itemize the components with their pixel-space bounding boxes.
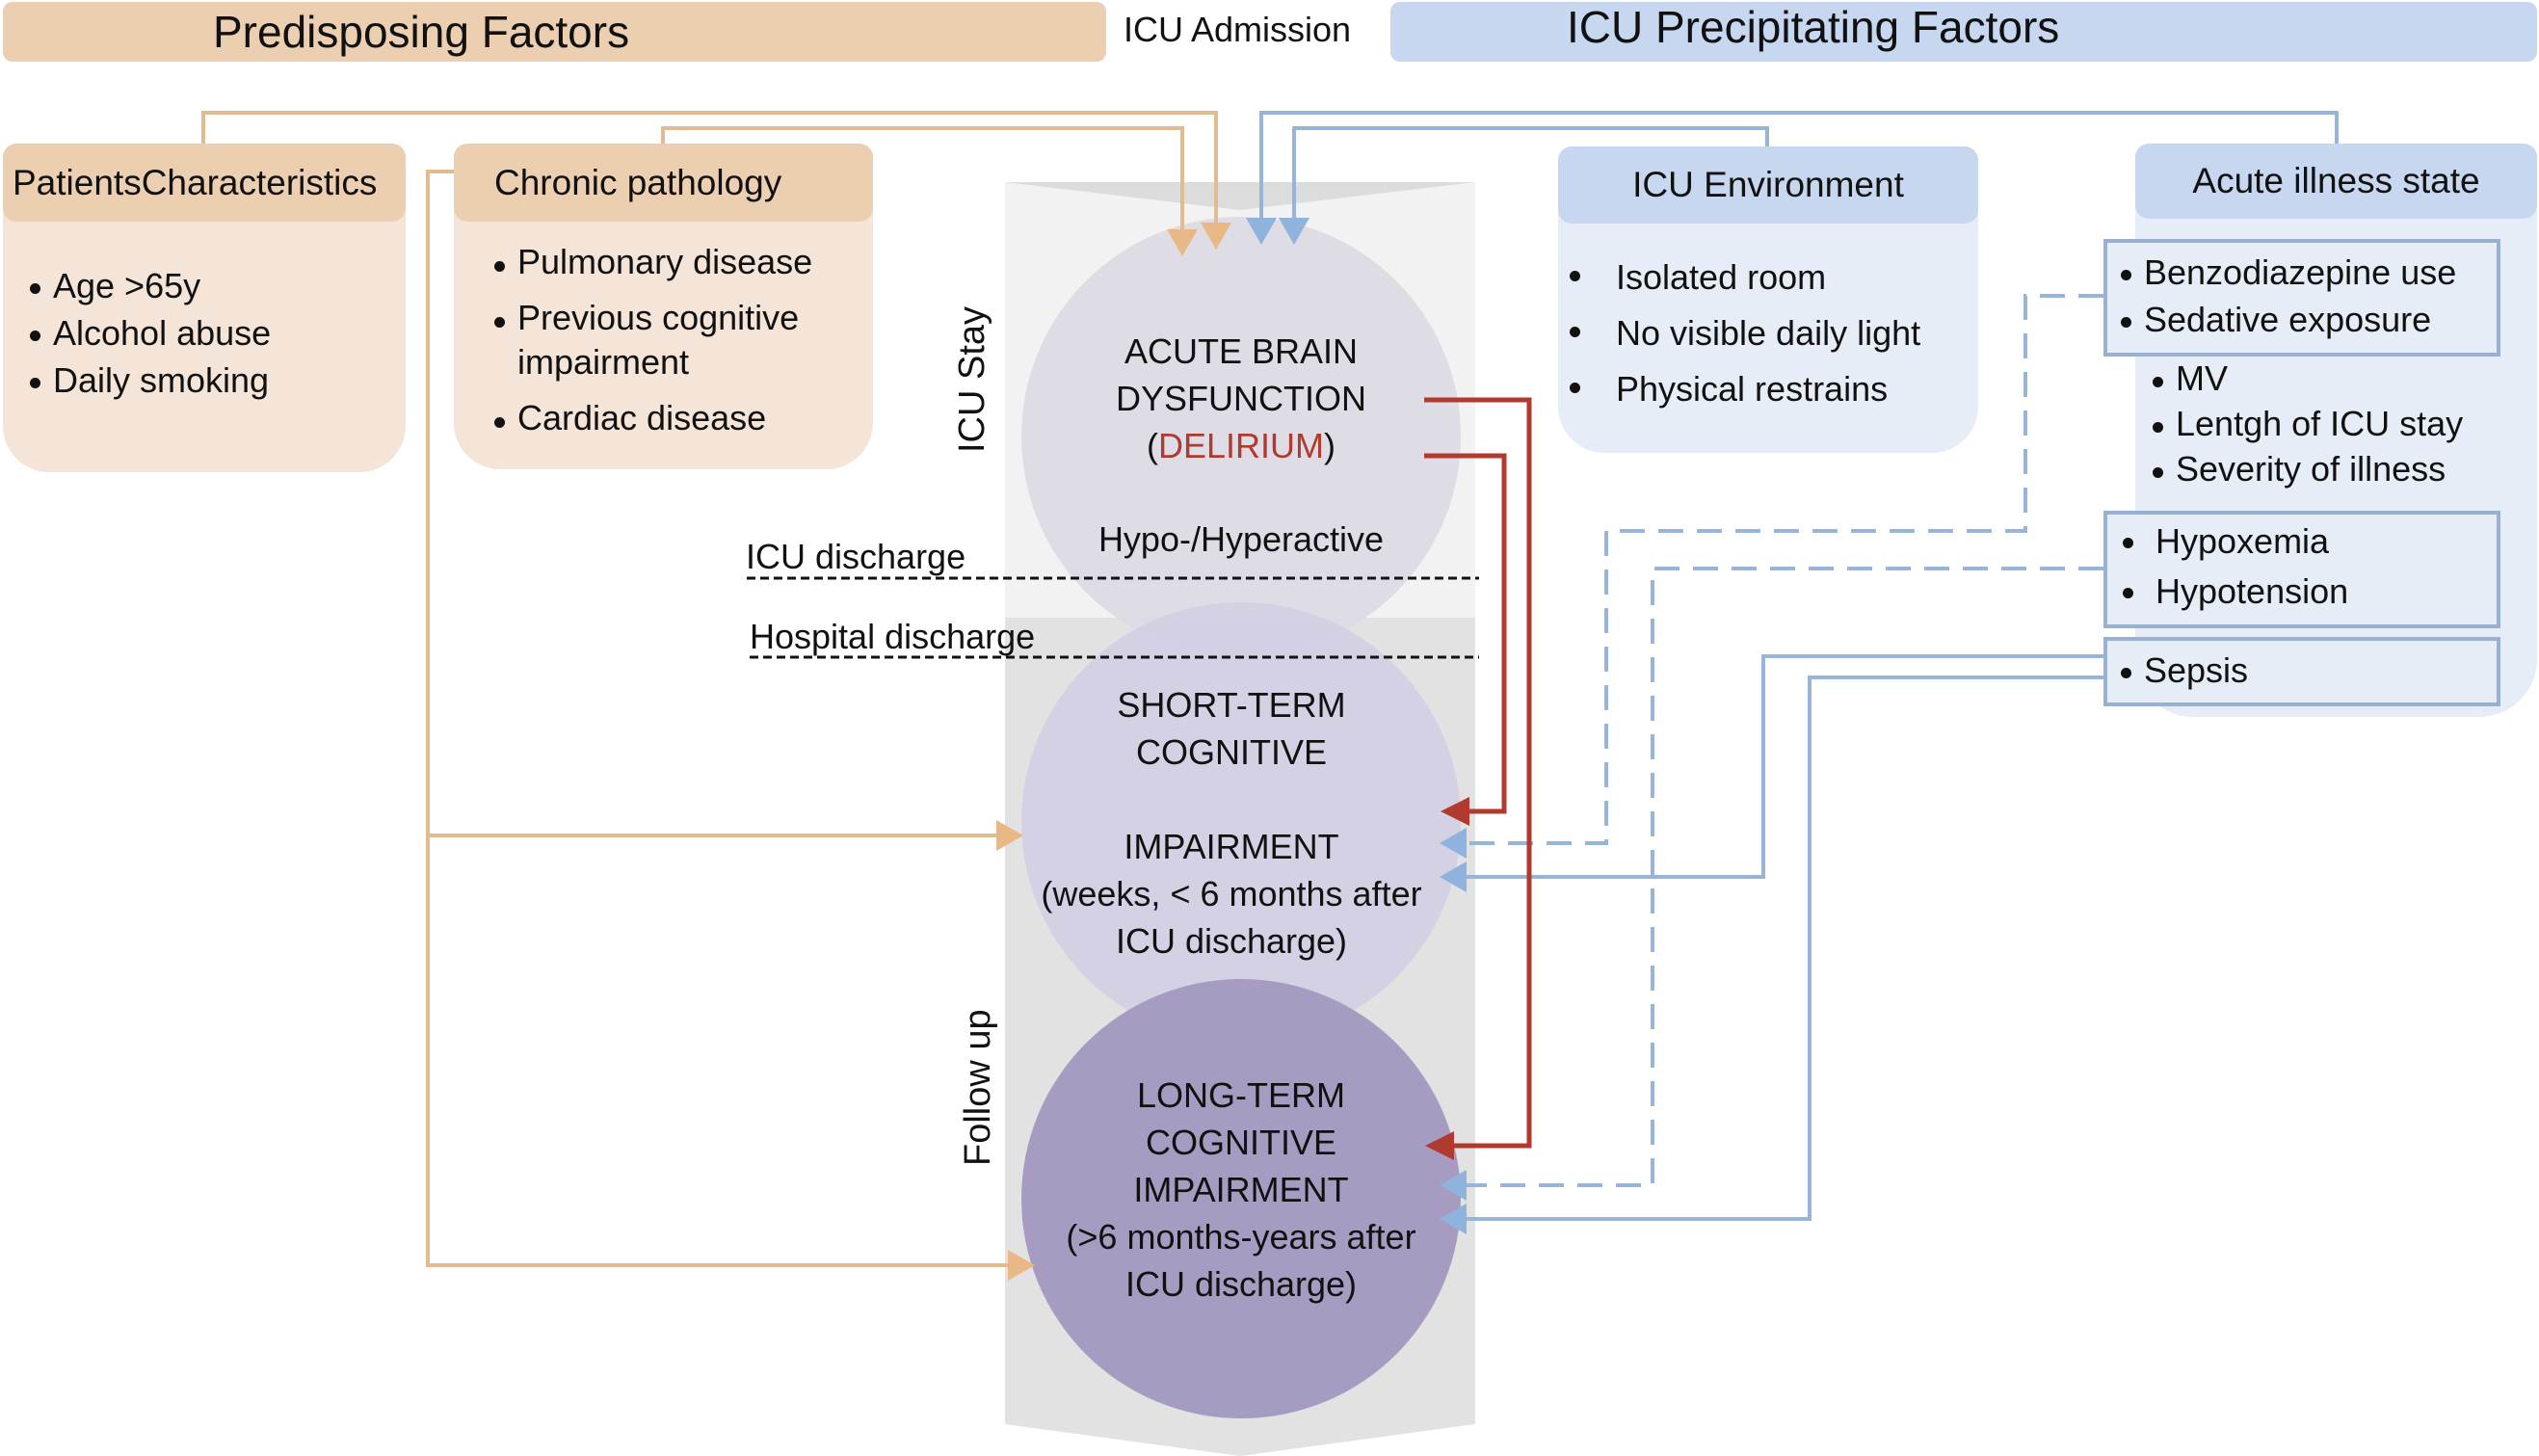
predisposing-factors-banner: Predisposing Factors bbox=[3, 2, 1106, 62]
list-item: Isolated room bbox=[1568, 250, 1920, 305]
acute-brain-dysfunction-circle bbox=[1021, 217, 1461, 656]
long-line2: COGNITIVE bbox=[1145, 1123, 1337, 1162]
list-item: No visible daily light bbox=[1568, 305, 1920, 361]
infection-group-list: Sepsis bbox=[2119, 647, 2248, 694]
hemodynamic-group-box: Hypoxemia Hypotension bbox=[2103, 511, 2500, 628]
acute-illness-to-delirium-connector bbox=[1246, 111, 2339, 245]
icu-environment-list: Isolated room No visible daily light Phy… bbox=[1568, 250, 1920, 417]
predisposing-to-followup-connector bbox=[426, 170, 1035, 1281]
acute-line3: (DELIRIUM) bbox=[1048, 422, 1434, 469]
list-item-line: Previous cognitive bbox=[517, 298, 800, 337]
predisposing-factors-title: Predisposing Factors bbox=[213, 7, 630, 57]
list-item: MV bbox=[2151, 356, 2463, 401]
chronic-pathology-card: Chronic pathology Pulmonary disease Prev… bbox=[454, 144, 873, 469]
chronic-pathology-header: Chronic pathology bbox=[454, 144, 873, 222]
list-item: Benzodiazepine use bbox=[2119, 249, 2456, 296]
list-item: Sepsis bbox=[2119, 647, 2248, 694]
sedation-group-list: Benzodiazepine use Sedative exposure bbox=[2119, 249, 2456, 343]
delirium-to-long-term-connector bbox=[1424, 397, 1532, 1160]
precipitating-factors-title: ICU Precipitating Factors bbox=[1567, 2, 2060, 52]
short-line2: COGNITIVE bbox=[1135, 732, 1328, 772]
list-item: Daily smoking bbox=[28, 357, 271, 404]
acute-illness-general-list: MV Lentgh of ICU stay Severity of illnes… bbox=[2151, 356, 2463, 491]
patients-to-delirium-connector bbox=[201, 111, 1231, 250]
chronic-pathology-list: Pulmonary disease Previous cognitive impa… bbox=[492, 240, 812, 440]
icu-environment-title: ICU Environment bbox=[1632, 165, 1904, 204]
sepsis-to-long-term-connector bbox=[1440, 675, 2103, 1234]
list-item: Pulmonary disease bbox=[492, 240, 812, 284]
list-item: Age >65y bbox=[28, 262, 271, 309]
delirium-highlight: DELIRIUM bbox=[1157, 426, 1325, 465]
icu-admission-label: ICU Admission bbox=[1124, 10, 1352, 49]
list-item: Lentgh of ICU stay bbox=[2151, 401, 2463, 446]
infection-group-box: Sepsis bbox=[2103, 637, 2500, 706]
acute-brain-dysfunction-text: ACUTE BRAIN DYSFUNCTION (DELIRIUM) Hypo-… bbox=[1048, 328, 1434, 563]
paren-open: ( bbox=[1146, 426, 1158, 465]
patients-characteristics-card: PatientsCharacteristics Age >65y Alcohol… bbox=[3, 144, 406, 472]
short-line5: ICU discharge) bbox=[1115, 921, 1348, 961]
short-line3: IMPAIRMENT bbox=[1124, 827, 1339, 866]
acute-line2: DYSFUNCTION bbox=[1116, 379, 1366, 418]
acute-illness-header: Acute illness state bbox=[2135, 144, 2537, 219]
patients-characteristics-title: PatientsCharacteristics bbox=[13, 162, 378, 202]
long-line1: LONG-TERM bbox=[1137, 1075, 1345, 1115]
long-line4: (>6 months-years after bbox=[1066, 1217, 1416, 1257]
long-term-impairment-circle bbox=[1021, 979, 1461, 1418]
long-term-impairment-text: LONG-TERM COGNITIVE IMPAIRMENT (>6 month… bbox=[1048, 1072, 1434, 1308]
patients-characteristics-list: Age >65y Alcohol abuse Daily smoking bbox=[28, 262, 271, 404]
long-line3: IMPAIRMENT bbox=[1133, 1170, 1349, 1209]
hemodynamic-group-list: Hypoxemia Hypotension bbox=[2121, 516, 2348, 617]
sedation-to-short-term-connector bbox=[1440, 294, 2103, 859]
sedation-group-box: Benzodiazepine use Sedative exposure bbox=[2103, 239, 2500, 357]
list-item: Severity of illness bbox=[2151, 446, 2463, 491]
icu-environment-card: ICU Environment Isolated room No visible… bbox=[1558, 146, 1978, 453]
chronic-pathology-title: Chronic pathology bbox=[494, 162, 782, 202]
list-item: Hypoxemia bbox=[2121, 516, 2348, 567]
acute-line1: ACUTE BRAIN bbox=[1124, 331, 1359, 371]
icu-stay-label: ICU Stay bbox=[952, 305, 992, 453]
acute-illness-title: Acute illness state bbox=[2192, 161, 2480, 200]
list-item-line: impairment bbox=[517, 342, 690, 382]
follow-up-label: Follow up bbox=[958, 1009, 998, 1166]
long-line5: ICU discharge) bbox=[1124, 1264, 1358, 1304]
acute-illness-card: Acute illness state MV Lentgh of ICU sta… bbox=[2135, 144, 2537, 717]
short-line4: (weeks, < 6 months after bbox=[1041, 874, 1422, 913]
list-item: Sedative exposure bbox=[2119, 296, 2456, 343]
patients-characteristics-header: PatientsCharacteristics bbox=[3, 144, 406, 222]
icu-environment-header: ICU Environment bbox=[1558, 146, 1978, 224]
delirium-subtype: Hypo-/Hyperactive bbox=[1098, 519, 1385, 559]
list-item: Cardiac disease bbox=[492, 396, 812, 440]
icu-discharge-label: ICU discharge bbox=[746, 537, 966, 576]
short-term-impairment-circle bbox=[1021, 602, 1461, 1042]
list-item: Physical restrains bbox=[1568, 361, 1920, 417]
short-line1: SHORT-TERM bbox=[1117, 685, 1346, 725]
delirium-to-short-term-connector bbox=[1424, 453, 1507, 826]
list-item: Hypotension bbox=[2121, 567, 2348, 617]
list-item: Previous cognitive impairment bbox=[492, 296, 812, 384]
paren-close: ) bbox=[1324, 426, 1336, 465]
sepsis-to-short-term-connector bbox=[1440, 654, 2103, 892]
hemodynamic-to-long-term-connector bbox=[1440, 567, 2103, 1201]
icu-admission-chevron bbox=[1005, 182, 1475, 210]
environment-to-delirium-connector bbox=[1279, 126, 1769, 245]
precipitating-factors-banner: ICU Precipitating Factors bbox=[1390, 2, 2537, 62]
short-term-impairment-text: SHORT-TERM COGNITIVE IMPAIRMENT (weeks, … bbox=[1039, 681, 1424, 965]
list-item: Alcohol abuse bbox=[28, 309, 271, 357]
chronic-to-delirium-connector bbox=[661, 126, 1198, 256]
hospital-discharge-label: Hospital discharge bbox=[750, 617, 1036, 656]
